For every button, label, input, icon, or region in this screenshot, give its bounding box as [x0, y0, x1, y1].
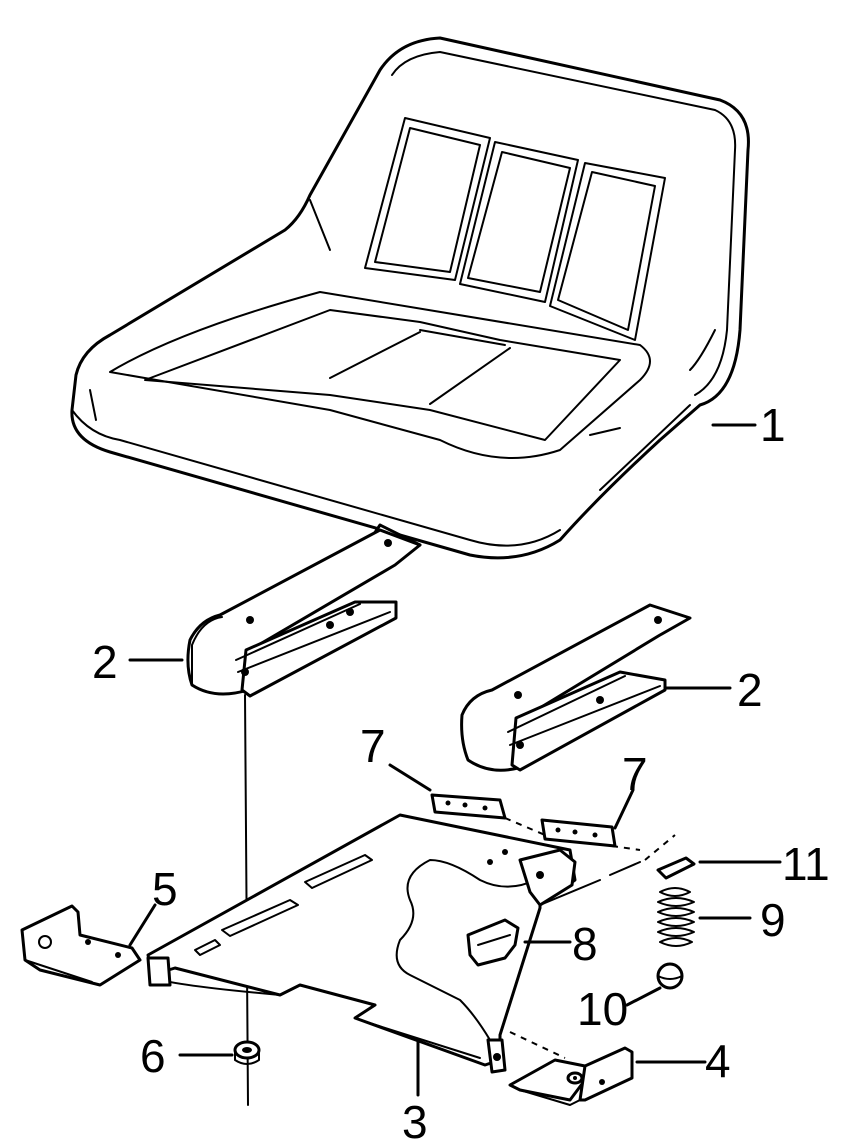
callout-4-label: 4: [705, 1035, 731, 1087]
callout-9-label: 9: [760, 894, 786, 946]
callout-11-label: 11: [782, 838, 830, 890]
spring-part: [657, 887, 695, 947]
guide-dash-blocks: [504, 817, 546, 836]
callout-7b-label: 7: [622, 748, 648, 800]
callout-2b-label: 2: [737, 664, 763, 716]
seat-rail-left: [186, 528, 422, 698]
callout-7b-leader: [613, 788, 635, 830]
plate-edge-right: [539, 879, 601, 906]
seat-rail-right: [460, 603, 692, 772]
callout-7a-leader: [388, 763, 432, 792]
callout-3-label: 3: [402, 1096, 428, 1145]
callout-10-leader: [625, 986, 662, 1007]
callout-7a-label: 7: [360, 720, 386, 772]
slide-block-left: [430, 793, 507, 820]
seat-part: [70, 36, 750, 560]
callout-5-label: 5: [152, 863, 178, 915]
callout-8-label: 8: [572, 918, 598, 970]
callout-1-label: 1: [760, 399, 786, 451]
clip-part: [466, 918, 520, 967]
latch-plate: [656, 856, 696, 880]
callout-2a-label: 2: [92, 636, 118, 688]
callout-5-leader: [128, 903, 157, 947]
ball-part: [656, 962, 684, 990]
pivot-bracket-right: [508, 1046, 634, 1106]
guide-dash-block-right: [611, 845, 641, 851]
callout-6-label: 6: [140, 1030, 166, 1082]
slide-block-right: [540, 818, 617, 848]
pivot-bracket-left: [20, 904, 142, 987]
callout-10-label: 10: [577, 983, 628, 1035]
guide-dash-plate-11: [644, 834, 676, 861]
plate-edge-right-2: [609, 861, 641, 876]
base-plate: [146, 813, 577, 1074]
nut-part: [233, 1040, 261, 1065]
guide-dash-plate-4: [509, 1031, 566, 1059]
